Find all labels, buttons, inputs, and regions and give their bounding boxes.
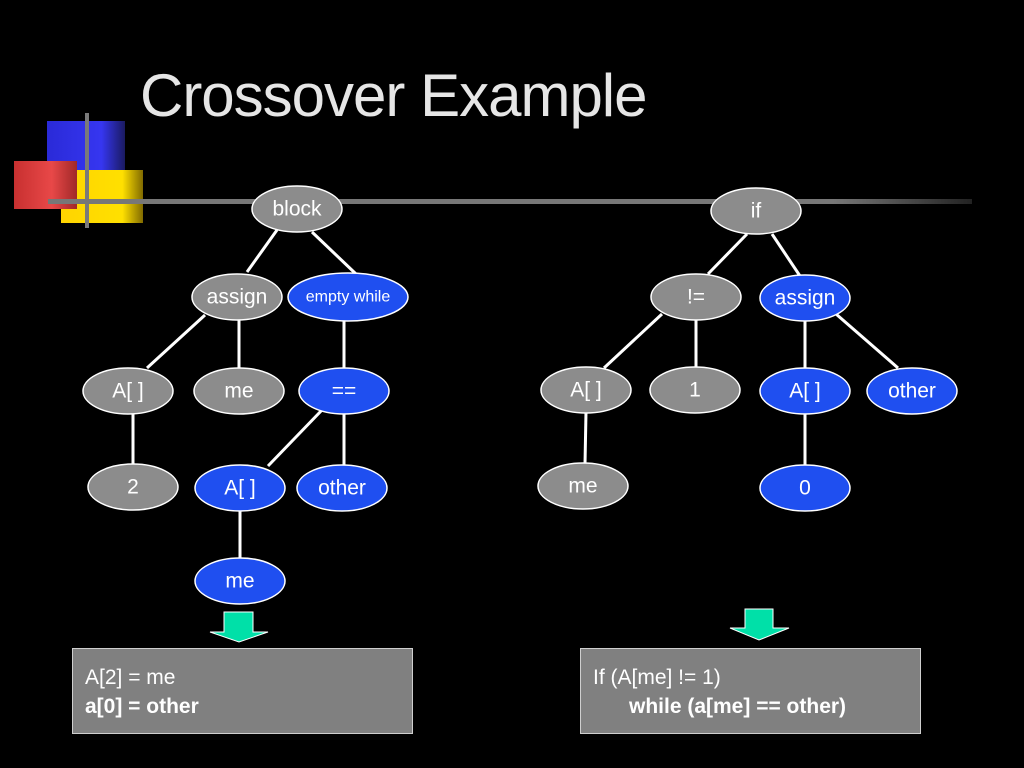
deco-vertical-rule [85,113,89,228]
edge [770,233,802,277]
edge [266,408,324,468]
node-label: me [568,475,597,498]
node-assign-right: assign [759,274,851,322]
node-one: 1 [649,366,741,414]
node-label: A[ ] [224,477,256,500]
node-label: != [687,286,705,309]
node-label: == [332,380,357,403]
node-not-equal: != [650,273,742,321]
node-label: other [318,477,366,500]
edge [145,313,207,370]
node-label: assign [775,287,836,310]
node-label: me [225,570,254,593]
edge [706,232,749,276]
edge [602,312,664,370]
node-assign: assign [191,273,283,321]
edge [245,229,279,273]
tree-edges [131,229,899,558]
node-label: if [751,200,762,223]
title-underline-rule [48,199,972,204]
slide-title: Crossover Example [140,62,648,129]
node-label: A[ ] [570,379,602,402]
node-array-index-2: A[ ] [194,464,286,512]
node-label: 2 [127,476,139,499]
edge [310,230,358,276]
node-other: other [296,464,388,512]
result-line: If (A[me] != 1) [593,666,721,689]
left-result-box: A[2] = me a[0] = other [72,648,413,734]
node-block: block [251,185,343,233]
node-two: 2 [87,463,179,511]
node-me-2: me [194,557,286,605]
node-label: me [224,380,253,403]
node-me-right: me [537,462,629,510]
result-line: a[0] = other [85,695,199,718]
node-label: 0 [799,477,811,500]
node-if: if [710,187,802,235]
node-me: me [193,367,285,415]
node-equals: == [298,367,390,415]
node-empty-while: empty while [287,272,409,322]
edge [835,312,899,370]
result-line: while (a[me] == other) [629,695,847,718]
node-label: other [888,380,936,403]
node-array-index: A[ ] [82,367,174,415]
node-array-index-right-2: A[ ] [759,367,851,415]
down-arrow-icon [729,608,790,641]
node-label: A[ ] [112,380,144,403]
edge [583,411,588,465]
node-label: empty while [306,289,391,306]
down-arrow-icon [209,611,269,643]
node-label: assign [207,286,268,309]
node-other-right: other [866,367,958,415]
node-label: A[ ] [789,380,821,403]
node-array-index-right: A[ ] [540,366,632,414]
node-zero: 0 [759,464,851,512]
node-label: 1 [689,379,701,402]
node-label: block [272,198,322,221]
right-result-box: If (A[me] != 1) while (a[me] == other) [580,648,921,734]
result-line: A[2] = me [85,666,176,689]
